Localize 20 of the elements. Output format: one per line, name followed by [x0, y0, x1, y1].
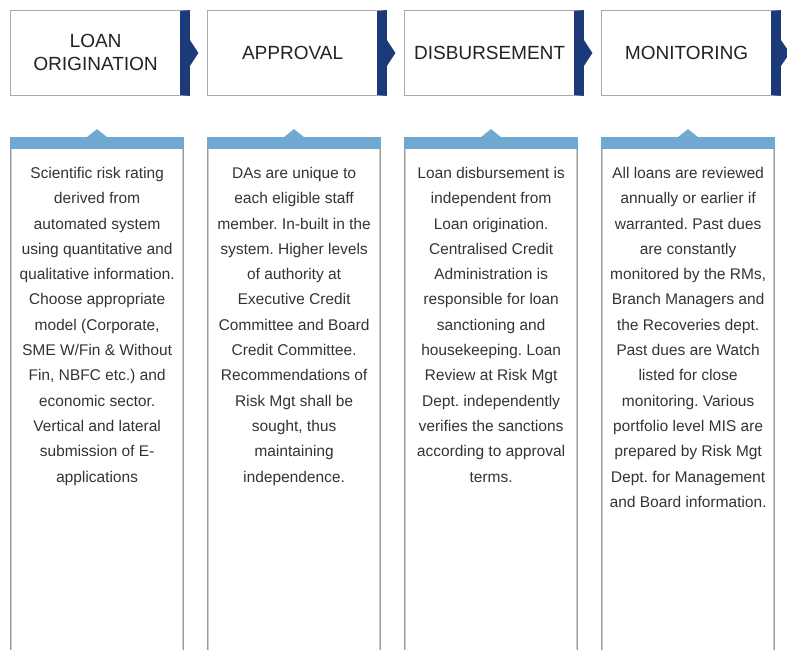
chevron-arrow	[584, 40, 592, 66]
stage-detail-panel	[404, 129, 578, 650]
stage-header-box	[10, 10, 190, 96]
stage-header-box	[404, 10, 584, 96]
stage-detail-panel	[601, 129, 775, 650]
stage-header-box	[601, 10, 781, 96]
stage-detail-panel	[207, 129, 381, 650]
stage-header-box	[207, 10, 387, 96]
description-text: All loans are reviewed annually or earlier if warranted. Past dues are constantly monitored by the RMs, Branch Managers and the Recoveries dept. Past dues are Watch listed for close monitoring. Various portfolio level MIS are prepared by Risk Mgt Dept. for Management and Board information.	[609, 164, 767, 513]
stage-title: LOAN ORIGINATION	[32, 30, 159, 76]
description-text: Loan disbursement is independent from Loan origination. Centralised Credit Administration is responsible for loan sanctioning and housekeeping. Loan Review at Risk Mgt Dept. independently verifies the sanctions according to approval terms.	[416, 164, 566, 488]
chevron-arrow	[387, 40, 396, 66]
chevron-arrow	[190, 40, 198, 66]
chevron-arrow	[781, 40, 787, 66]
stage-title: APPROVAL	[240, 42, 344, 64]
stage-title: MONITORING	[624, 42, 750, 64]
stage-detail-panel	[10, 129, 184, 650]
stage-title: DISBURSEMENT	[413, 42, 566, 64]
description-text: DAs are unique to each eligible staff member. In-built in the system. Higher levels of authority at Executive Credit Committee and Board Credit Committee. Recommendations of Risk Mgt shall be sought, thus maintaining independence.	[216, 164, 372, 488]
description-text: Scientific risk rating derived from automated system using quantitative and qualitative information. Choose appropriate model (Corporate, SME W/Fin & Without Fin, NBFC etc.) and economic sector. Vertical and lateral submission of E-applications	[18, 164, 176, 488]
